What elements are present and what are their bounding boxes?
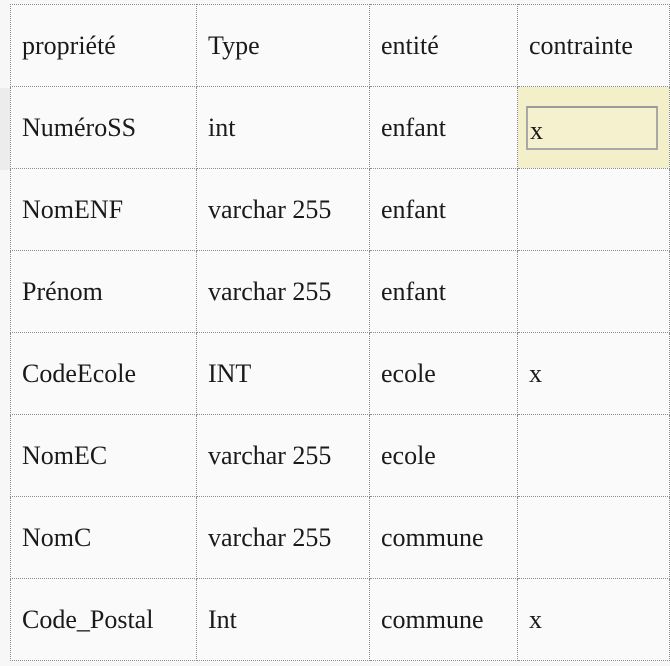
table-cell[interactable]: varchar 255 xyxy=(196,496,370,579)
table-cell[interactable]: int xyxy=(196,86,370,169)
table-row: NuméroSS int enfant x xyxy=(10,86,670,169)
selected-cell[interactable]: x xyxy=(517,86,670,169)
table-row: Code_Postal Int commune x xyxy=(10,578,670,661)
table-cell[interactable]: CodeEcole xyxy=(10,332,197,415)
properties-table: propriété Type entité contrainte NuméroS… xyxy=(10,4,670,661)
table-cell[interactable]: enfant xyxy=(369,168,518,251)
table-row: CodeEcole INT ecole x xyxy=(10,332,670,415)
table-cell[interactable]: ecole xyxy=(369,332,518,415)
header-cell-contrainte[interactable]: contrainte xyxy=(517,4,670,87)
table-row: NomENF varchar 255 enfant xyxy=(10,168,670,251)
table-cell[interactable]: Prénom xyxy=(10,250,197,333)
header-cell-entite[interactable]: entité xyxy=(369,4,518,87)
table-row: NomC varchar 255 commune xyxy=(10,496,670,579)
table-cell[interactable]: Code_Postal xyxy=(10,578,197,661)
table-cell[interactable]: NomEC xyxy=(10,414,197,497)
header-cell-propriete[interactable]: propriété xyxy=(10,4,197,87)
table-cell[interactable]: x xyxy=(517,578,670,661)
table-cell[interactable]: enfant xyxy=(369,250,518,333)
table-cell[interactable] xyxy=(517,168,670,251)
table-cell[interactable]: varchar 255 xyxy=(196,250,370,333)
table-cell[interactable] xyxy=(517,250,670,333)
table-cell[interactable]: NuméroSS xyxy=(10,86,197,169)
table-cell[interactable]: varchar 255 xyxy=(196,414,370,497)
table-cell[interactable]: x xyxy=(517,332,670,415)
table-cell[interactable]: NomC xyxy=(10,496,197,579)
table-header-row: propriété Type entité contrainte xyxy=(10,4,670,87)
table-cell[interactable]: enfant xyxy=(369,86,518,169)
cell-edit-input[interactable]: x xyxy=(526,105,658,150)
table-cell[interactable] xyxy=(517,414,670,497)
table-cell[interactable]: commune xyxy=(369,578,518,661)
table-cell[interactable]: varchar 255 xyxy=(196,168,370,251)
table-cell[interactable]: ecole xyxy=(369,414,518,497)
header-cell-type[interactable]: Type xyxy=(196,4,370,87)
table-cell[interactable]: INT xyxy=(196,332,370,415)
table-row: Prénom varchar 255 enfant xyxy=(10,250,670,333)
table-row: NomEC varchar 255 ecole xyxy=(10,414,670,497)
table-cell[interactable] xyxy=(517,496,670,579)
table-cell[interactable]: commune xyxy=(369,496,518,579)
table-cell[interactable]: NomENF xyxy=(10,168,197,251)
table-cell[interactable]: Int xyxy=(196,578,370,661)
